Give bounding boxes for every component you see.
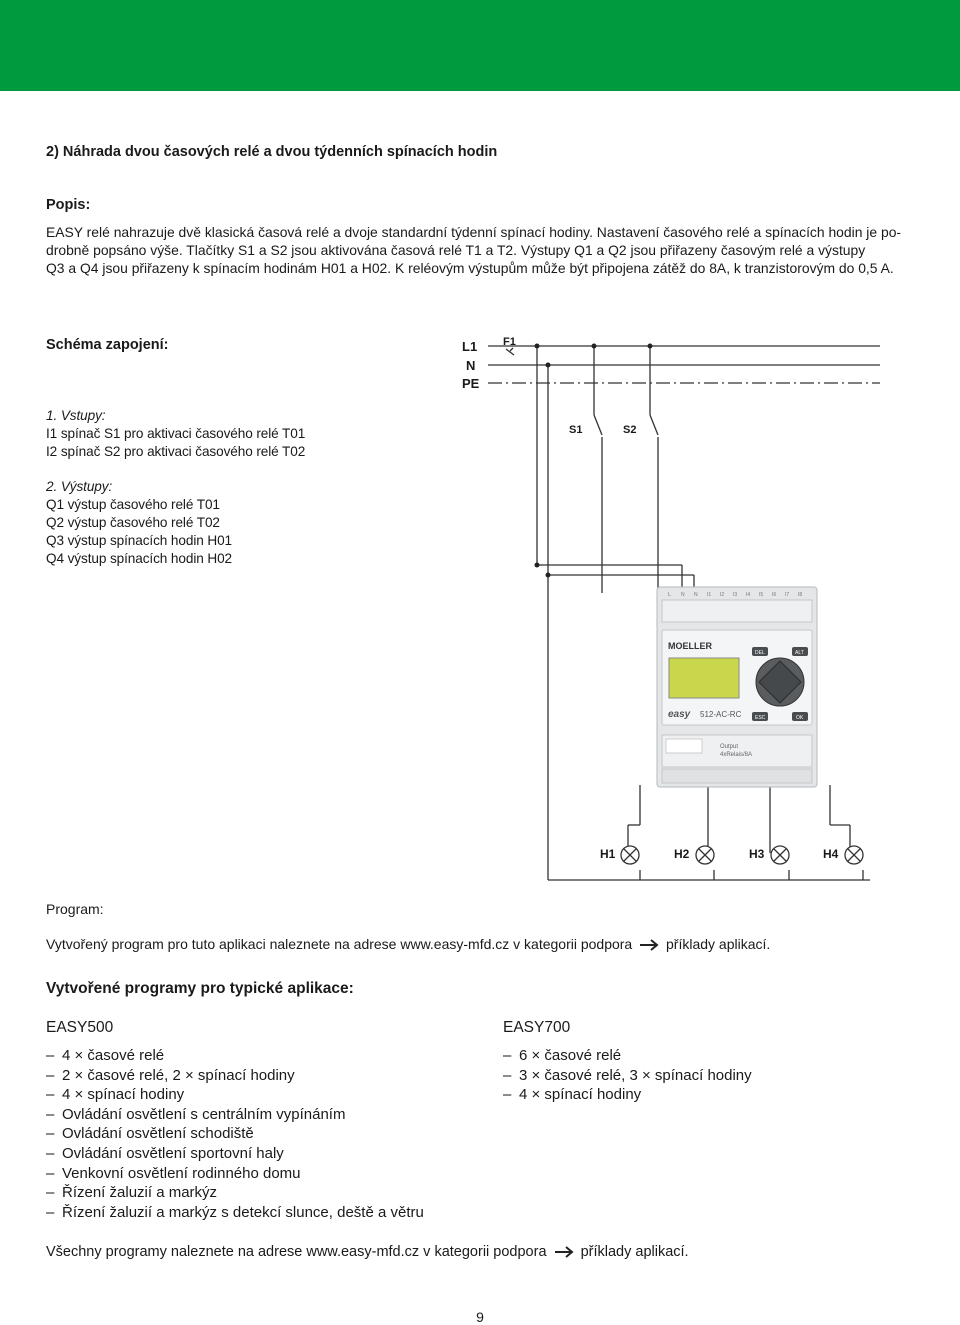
device-brand: MOELLER [668, 641, 712, 651]
device-button-esc-label: ESC [755, 715, 766, 721]
terminal-strip-bottom [661, 768, 813, 784]
outputs-block: 2. Výstupy: Q1 výstup časového relé T01 … [46, 478, 426, 568]
terminal-label: I1 [707, 592, 711, 598]
lamp-label-h2: H2 [674, 847, 690, 861]
input-item: I1 spínač S1 pro aktivaci časového relé … [46, 426, 306, 441]
terminal-label: I3 [733, 592, 737, 598]
rail-label-n: N [466, 358, 475, 373]
typical-title: Vytvořené programy pro typické aplikace: [46, 980, 354, 997]
footer-text-before: Všechny programy naleznete na adrese www… [46, 1244, 547, 1260]
device-output-label-2: 4xRelais/8A [720, 752, 752, 758]
device-model: 512-AC-RC [700, 710, 742, 719]
lamp-h4-icon [844, 845, 864, 865]
device-button-del-label: DEL [755, 650, 765, 656]
terminal-label: I2 [720, 592, 724, 598]
easy700-title: EASY700 [503, 1019, 571, 1036]
rail-label-l1: L1 [462, 339, 477, 354]
terminal-label: I8 [798, 592, 802, 598]
header-bar [0, 0, 960, 91]
output-item: Q1 výstup časového relé T01 [46, 497, 220, 512]
program-label: Program: [46, 901, 104, 917]
device-logo: easy [668, 709, 691, 720]
device-button-esc [752, 712, 768, 721]
footer-text-after: příklady aplikací. [580, 1244, 689, 1260]
description-line: Q3 a Q4 jsou přiřazeny k spínacím hodiná… [46, 260, 894, 277]
input-item: I2 spínač S2 pro aktivaci časového relé … [46, 444, 306, 459]
switch-s2 [649, 414, 659, 436]
device-button-alt-label: ALT [795, 650, 804, 656]
terminal-label: L [668, 592, 671, 598]
list-item: –Řízení žaluzií a markýz [46, 1184, 218, 1202]
fuse-symbol [505, 347, 515, 356]
terminal-label: N [694, 592, 698, 598]
list-item: –Ovládání osvětlení sportovní haly [46, 1144, 284, 1162]
device-lcd [668, 657, 740, 699]
terminal-strip-top [661, 599, 813, 623]
arrow-right-icon [640, 939, 659, 952]
easy700-list: –6 × časové relé –3 × časové relé, 3 × s… [503, 1046, 752, 1105]
junction-dot [534, 562, 540, 568]
program-text-before: Vytvořený program pro tuto aplikaci nale… [46, 936, 633, 952]
junction-dot [545, 362, 551, 368]
fuse-label: F1 [503, 336, 516, 348]
junction-dot [591, 343, 597, 349]
list-item: –3 × časové relé, 3 × spínací hodiny [503, 1066, 752, 1084]
lamp-h2-icon [695, 845, 715, 865]
footer-note: Všechny programy naleznete na adrese www… [46, 1243, 689, 1261]
output-item: Q4 výstup spínacích hodin H02 [46, 551, 233, 566]
list-item: –Venkovní osvětlení rodinného domu [46, 1164, 301, 1182]
junction-dot [545, 572, 551, 578]
terminal-label: N [681, 592, 685, 598]
easy500-list: –4 × časové relé –2 × časové relé, 2 × s… [46, 1046, 424, 1222]
description: EASY relé nahrazuje dvě klasická časová … [46, 223, 916, 278]
lamp-h1-icon [620, 845, 640, 865]
device-button-alt [792, 647, 808, 656]
switch-s1 [593, 414, 603, 436]
list-item: –Ovládání osvětlení schodiště [46, 1125, 254, 1143]
output-item: Q2 výstup časového relé T02 [46, 515, 220, 530]
description-line: drobně popsáno výše. Tlačítky S1 a S2 js… [46, 242, 866, 259]
lamp-label-h1: H1 [600, 847, 616, 861]
section-heading: 2) Náhrada dvou časových relé a dvou týd… [46, 144, 498, 160]
lamp-label-h4: H4 [823, 847, 839, 861]
list-item: –6 × časové relé [503, 1047, 622, 1064]
page-number: 9 [476, 1309, 484, 1325]
inputs-title: 1. Vstupy: [46, 408, 106, 423]
output-item: Q3 výstup spínacích hodin H01 [46, 533, 233, 548]
list-item: –4 × časové relé [46, 1047, 165, 1064]
program-text: Vytvořený program pro tuto aplikaci nale… [46, 935, 770, 953]
arrow-right-icon [554, 1246, 574, 1258]
list-item: –Řízení žaluzií a markýz s detekcí slunc… [46, 1203, 424, 1221]
device-button-del [752, 647, 768, 656]
switch-label-s2: S2 [623, 424, 636, 436]
easy-relay-device: MOELLER easy 512-AC-RC DEL ALT ESC OK Ou… [656, 586, 818, 788]
junction-dot [647, 343, 653, 349]
rail-label-pe: PE [462, 376, 480, 391]
outputs-title: 2. Výstupy: [46, 479, 113, 494]
popis-label: Popis: [46, 197, 91, 213]
device-button-ok-label: OK [796, 715, 804, 721]
terminal-label: I7 [785, 592, 789, 598]
junction-dot [534, 343, 540, 349]
device-marker-field [665, 738, 703, 754]
description-line: EASY relé nahrazuje dvě klasická časová … [46, 224, 902, 240]
device-output-label-1: Output [720, 744, 738, 750]
terminal-label: I6 [772, 592, 776, 598]
list-item: –2 × časové relé, 2 × spínací hodiny [46, 1066, 295, 1084]
terminal-label: I4 [746, 592, 750, 598]
terminal-label: I5 [759, 592, 763, 598]
list-item: –4 × spínací hodiny [46, 1086, 185, 1104]
easy500-title: EASY500 [46, 1019, 114, 1036]
list-item: –4 × spínací hodiny [503, 1086, 642, 1104]
inputs-block: 1. Vstupy: I1 spínač S1 pro aktivaci čas… [46, 407, 426, 461]
program-text-after: příklady aplikací. [666, 936, 771, 952]
device-button-ok [792, 712, 808, 721]
wiring-diagram: L1 N PE F1 S1 S2 H1 H2 H3 H4 [462, 336, 880, 881]
schema-label: Schéma zapojení: [46, 337, 169, 353]
device-cursor-diamond [758, 660, 802, 704]
switch-label-s1: S1 [569, 424, 582, 436]
lamp-h3-icon [770, 845, 790, 865]
lamp-label-h3: H3 [749, 847, 765, 861]
list-item: –Ovládání osvětlení s centrálním vypínán… [46, 1105, 346, 1123]
